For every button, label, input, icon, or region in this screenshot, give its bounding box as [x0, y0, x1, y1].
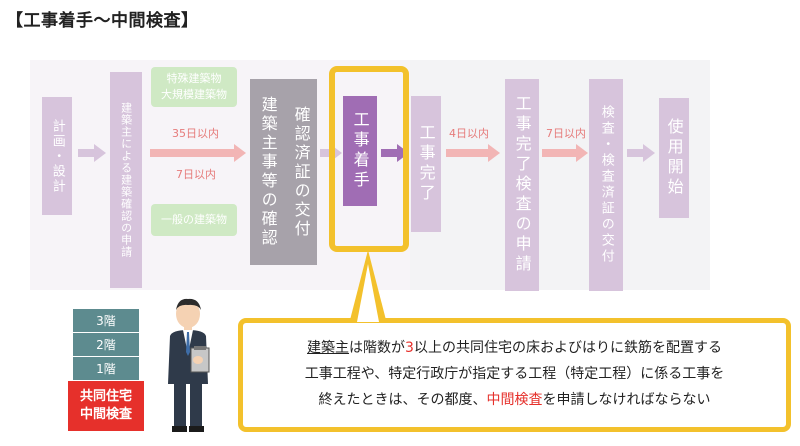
- bubble-general-label: 一般の建築物: [161, 212, 227, 226]
- owner-word: 建築主: [307, 340, 350, 357]
- step-apply-inspect: 工事完了検査の申請: [505, 79, 539, 291]
- badge-line1: 共同住宅: [79, 388, 132, 404]
- explanation-line-1: 建築主は階数が3以上の共同住宅の床およびはりに鉄筋を配置する: [307, 336, 722, 362]
- line1-part-d: 以上の共同住宅の床およびはりに鉄筋を配置する: [413, 340, 722, 357]
- bubble-general-buildings: 一般の建築物: [151, 204, 237, 236]
- floor-1: 1階: [73, 357, 139, 380]
- label-7-days-inspect: 7日以内: [546, 127, 586, 140]
- arrow-issue-use: [627, 143, 655, 163]
- step-inspect-issue: 検査・検査済証の交付: [589, 79, 623, 291]
- arrow-apply-issue: [542, 143, 588, 163]
- step-plan: 計画・設計: [42, 97, 72, 215]
- step-owner-apply: 建築主による建築確認の申請: [110, 72, 142, 288]
- label-4-days: 4日以内: [449, 127, 489, 140]
- bubble-special-line1: 特殊建築物: [166, 71, 222, 85]
- line3-part-c: を申請しなければならない: [542, 391, 711, 408]
- arrow-complete-apply: [446, 143, 500, 163]
- floors-count: 3: [405, 340, 414, 357]
- bubble-special-buildings: 特殊建築物 大規模建築物: [151, 67, 237, 107]
- arrow-plan-apply: [78, 143, 106, 163]
- page-title: 【工事着手〜中間検査】: [6, 11, 199, 31]
- floor-3: 3階: [73, 309, 139, 332]
- step-confirm-issue: 確認済証の交付: [285, 79, 317, 265]
- explanation-line-2: 工事工程や、特定行政庁が指定する工程（特定工程）に係る工事を: [304, 366, 725, 383]
- arrow-apply-confirm: [150, 143, 246, 163]
- explanation-line-3: 終えたときは、その都度、中間検査を申請しなければならない: [319, 388, 711, 414]
- label-7-days: 7日以内: [176, 168, 216, 181]
- explanation-box: 建築主は階数が3以上の共同住宅の床およびはりに鉄筋を配置する 工事工程や、特定行…: [238, 318, 791, 432]
- line1-part-b: は階数が: [349, 340, 406, 357]
- step-start: 工事着手: [343, 96, 377, 206]
- inspector-person-icon: [168, 298, 210, 432]
- interim-inspection-badge: 共同住宅 中間検査: [68, 381, 144, 431]
- step-complete: 工事完了: [411, 96, 441, 232]
- speech-pointer-inner: [357, 264, 379, 322]
- interim-inspection-word: 中間検査: [486, 391, 543, 408]
- step-owner-confirm: 建築主事等の確認: [250, 79, 286, 265]
- badge-line2: 中間検査: [79, 407, 132, 422]
- bubble-special-line2: 大規模建築物: [161, 88, 227, 101]
- line3-part-a: 終えたときは、その都度、: [318, 391, 487, 408]
- label-35-days: 35日以内: [172, 127, 219, 140]
- step-use: 使用開始: [659, 98, 689, 218]
- floor-2: 2階: [73, 333, 139, 356]
- highlight-frame: [329, 66, 409, 252]
